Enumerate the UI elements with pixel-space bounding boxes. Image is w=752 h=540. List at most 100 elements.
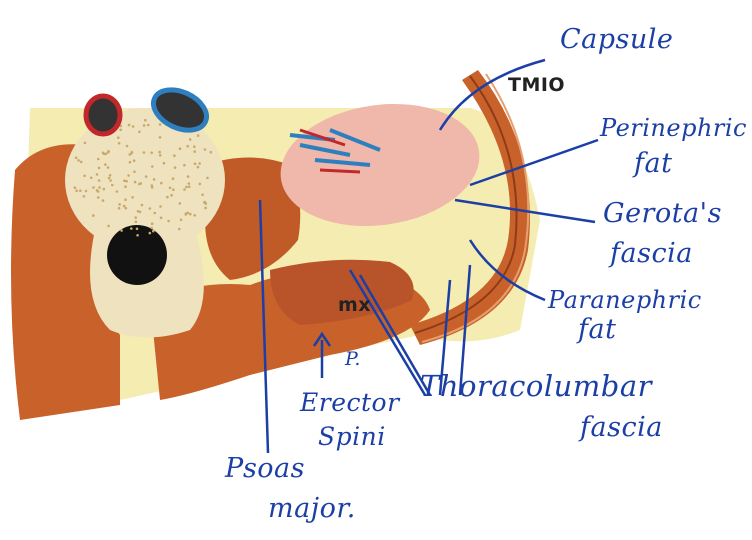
bone-dot [133, 159, 136, 162]
bone-dot [134, 181, 137, 184]
bone-dot [159, 205, 162, 208]
bone-dot [80, 161, 83, 164]
bone-dot [132, 125, 135, 128]
bone-dot [109, 179, 112, 182]
bone-dot [151, 222, 154, 225]
bone-dot [104, 163, 107, 166]
label-psoas-2: major. [268, 495, 356, 522]
bone-dot [149, 207, 152, 210]
label-thoracolumbar-1: Thoracolumbar [420, 372, 652, 401]
bone-dot [147, 124, 150, 127]
bone-dot [153, 178, 156, 181]
label-psoas-1: Psoas [225, 455, 305, 482]
bone-dot [189, 138, 192, 141]
bone-dot [108, 177, 111, 180]
bone-dot [183, 164, 186, 167]
bone-dot [143, 124, 146, 127]
bone-dot [204, 148, 207, 151]
bone-dot [75, 157, 78, 160]
bone-dot [97, 190, 100, 193]
bone-dot [97, 196, 100, 199]
bone-dot [107, 225, 110, 228]
bone-dot [109, 174, 112, 177]
bone-dot [170, 194, 173, 197]
bone-dot [204, 207, 207, 210]
bone-dot [188, 182, 191, 185]
bone-dot [138, 131, 141, 134]
bone-dot [98, 167, 101, 170]
bone-dot [120, 229, 123, 232]
label-p-mark: P. [345, 350, 361, 369]
label-gerota-2: fascia [610, 240, 693, 267]
bone-dot [117, 136, 120, 139]
bone-dot [154, 212, 157, 215]
bone-dot [83, 175, 86, 178]
bone-dot [79, 189, 82, 192]
bone-dot [75, 189, 78, 192]
bone-dot [151, 184, 154, 187]
bone-dot [169, 187, 172, 190]
label-perinephric-1: Perinephric [600, 116, 747, 140]
label-perinephric-2: fat [634, 150, 672, 177]
bone-dot [136, 234, 139, 237]
bone-dot [92, 214, 95, 217]
label-gerota-1: Gerota's [603, 200, 722, 227]
bone-dot [83, 195, 86, 198]
bone-dot [123, 179, 126, 182]
bone-dot [179, 147, 182, 150]
bone-dot [123, 205, 126, 208]
bone-dot [98, 186, 101, 189]
label-tmio-mark: TMIO [508, 76, 565, 95]
bone-dot [128, 153, 131, 156]
bone-dot [136, 228, 139, 231]
aorta [86, 96, 120, 134]
bone-dot [92, 186, 95, 189]
bone-dot [97, 158, 100, 161]
bone-dot [158, 151, 161, 154]
bone-dot [143, 151, 146, 154]
bone-dot [137, 210, 140, 213]
bone-dot [133, 171, 136, 174]
bone-dot [85, 190, 88, 193]
bone-dot [159, 154, 162, 157]
bone-dot [160, 217, 163, 220]
bone-dot [102, 152, 105, 155]
bone-dot [96, 173, 99, 176]
bone-dot [172, 177, 175, 180]
bone-dot [193, 150, 196, 153]
bone-dot [167, 220, 170, 223]
bone-dot [138, 183, 141, 186]
bone-dot [188, 185, 191, 188]
bone-dot [107, 166, 110, 169]
label-mx-mark: mx [338, 296, 371, 315]
bone-dot [185, 186, 188, 189]
bone-dot [201, 194, 204, 197]
bone-dot [118, 142, 121, 145]
bone-dot [206, 177, 209, 180]
bone-dot [141, 204, 144, 207]
bone-dot [189, 213, 192, 216]
bone-dot [124, 185, 127, 188]
bone-dot [193, 214, 196, 217]
bone-dot [150, 227, 153, 230]
label-erector-2: Spini [318, 424, 386, 449]
bone-dot [186, 145, 189, 148]
bone-dot [131, 151, 134, 154]
bone-dot [179, 202, 182, 205]
bone-dot [126, 145, 129, 148]
bone-dot [193, 145, 196, 148]
bone-dot [103, 188, 106, 191]
bone-dot [174, 166, 177, 169]
bone-dot [118, 207, 121, 210]
bone-dot [125, 180, 128, 183]
bone-dot [131, 196, 134, 199]
bone-dot [144, 119, 147, 122]
bone-dot [129, 161, 132, 164]
bone-dot [150, 152, 153, 155]
bone-dot [118, 203, 121, 206]
bone-dot [127, 174, 130, 177]
bone-dot [119, 129, 122, 132]
bone-dot [183, 188, 186, 191]
